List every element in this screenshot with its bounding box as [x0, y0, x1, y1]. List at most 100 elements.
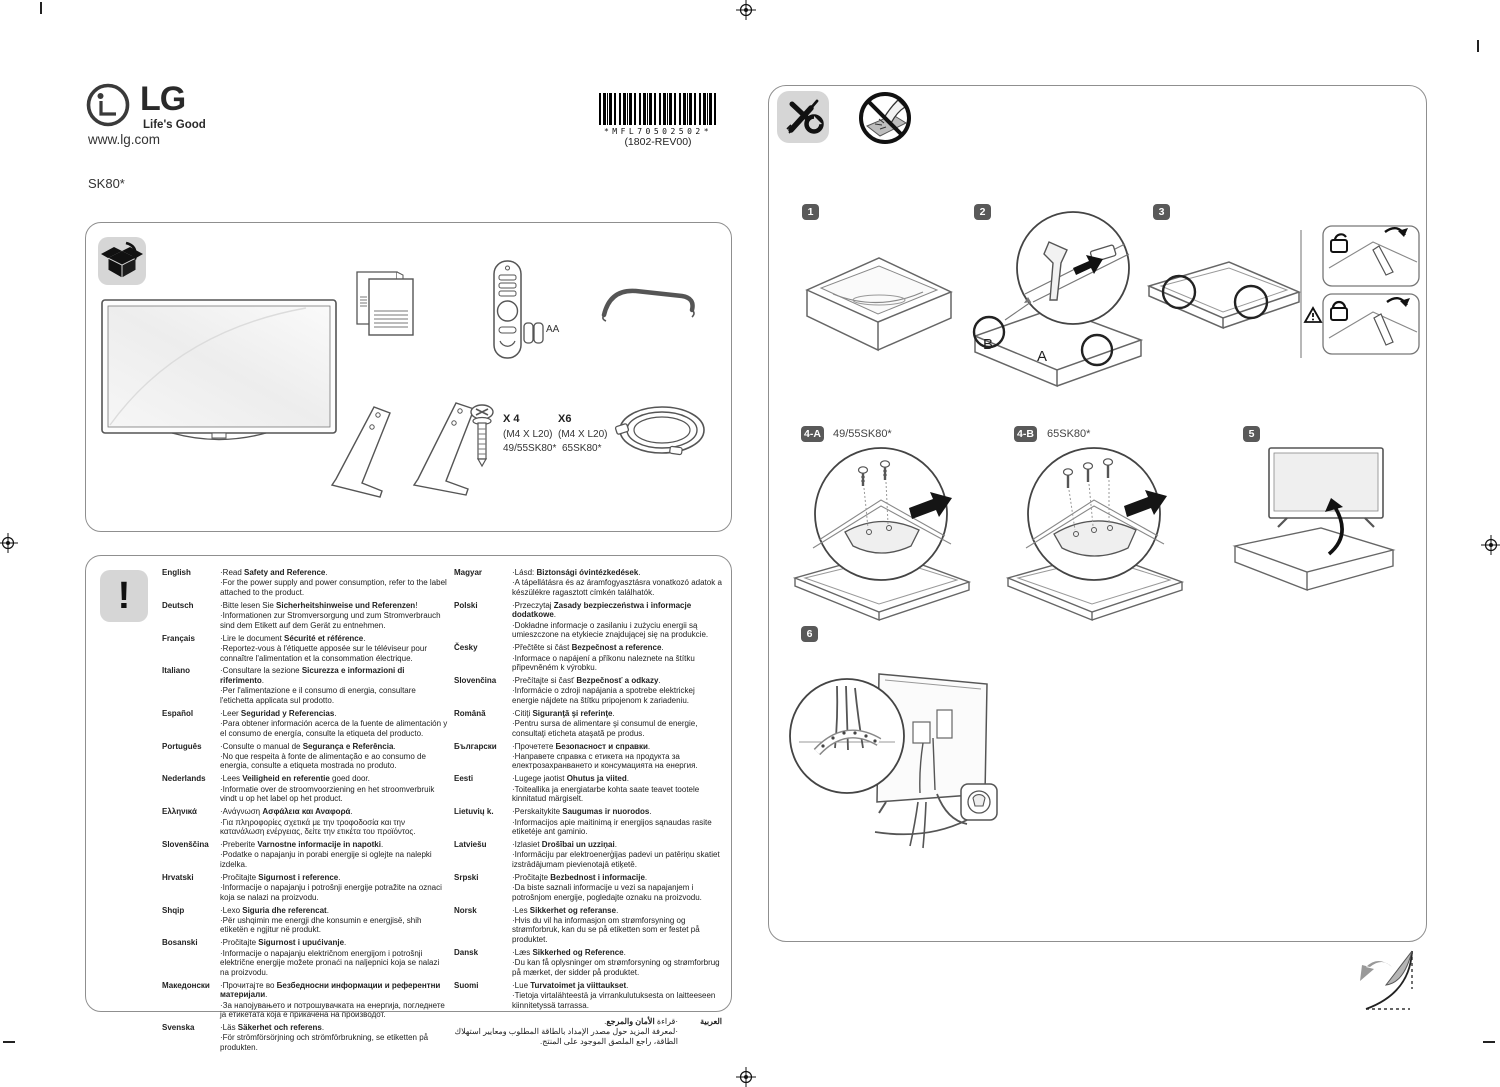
language-notes: ·Perskaitykite Saugumas ir nuorodos.·Inf…: [512, 807, 722, 837]
language-column-left: English ·Read Safety and Reference.·For t…: [162, 568, 450, 1056]
language-note-line: ·For the power supply and power consumpt…: [220, 578, 447, 597]
language-row: Македонски ·Прочитајте во Безбедносни инф…: [162, 981, 450, 1021]
language-name: Español: [162, 708, 194, 718]
lg-logo-text: LG: [140, 80, 186, 118]
language-note-line: ·Informace o napájení a příkonu naleznet…: [512, 653, 695, 672]
language-column-right: Magyar·Lásd: Biztonsági óvintézkedések.·…: [454, 568, 722, 1050]
language-row: Magyar·Lásd: Biztonsági óvintézkedések.·…: [454, 568, 722, 598]
language-notes: ·Read Safety and Reference.·For the powe…: [220, 568, 450, 598]
language-notes: ·Przeczytaj Zasady bezpieczeństwa i info…: [512, 601, 722, 641]
language-note-line: ·Tietoja virtalähteestä ja virrankulutuk…: [512, 991, 716, 1010]
crop-tick: [3, 1041, 15, 1043]
box-contents-panel: AA X 4 (M4 X L20) 49/55SK80* X6 (M4 X L2…: [85, 222, 732, 532]
language-row: Ελληνικά·Ανάγνωση Ασφάλεια και Αναφορά.·…: [162, 807, 450, 837]
model-number: SK80*: [88, 176, 125, 191]
language-notes: ·Pročitajte Bezbednost i informacije.·Da…: [512, 873, 722, 903]
warning-icon: !: [100, 570, 148, 622]
language-name: Česky: [454, 643, 478, 653]
cable-holder-illustration: [601, 288, 695, 322]
language-note-line: ·За напојувањето и потрошувачката на ене…: [220, 1000, 445, 1019]
screw-model-2: 65SK80*: [562, 443, 602, 454]
language-notes: ·Lire le document Sécurité et référence.…: [220, 634, 450, 664]
language-row: Deutsch·Bitte lesen Sie Sicherheitshinwe…: [162, 601, 450, 631]
language-note-line: ·Informatie over de stroomvoorziening en…: [220, 784, 435, 804]
language-notes: ·Lugege jaotist Ohutus ja viited.·Toitea…: [512, 774, 722, 804]
no-press-panel-icon: [859, 92, 911, 144]
language-notes: ·Leer Seguridad y Referencias.·Para obte…: [220, 709, 450, 739]
language-note-line: ·Consultare la sezione Sicurezza e infor…: [220, 666, 405, 685]
barcode-revision: (1802-REV00): [624, 136, 692, 148]
language-name: Dansk: [454, 947, 479, 957]
language-notes: ·Læs Sikkerhed og Reference.·Du kan få o…: [512, 948, 722, 978]
language-name: Srpski: [454, 872, 479, 882]
language-note-line: ·Hvis du vil ha informasjon om strømfors…: [512, 916, 700, 944]
language-row: Italiano·Consultare la sezione Sicurezza…: [162, 666, 450, 706]
step-2-illustration: [972, 211, 1144, 388]
step-1-illustration: [805, 257, 953, 352]
language-row: Nederlands·Lees Veiligheid en referentie…: [162, 774, 450, 804]
language-row: العربية·قراءة الأمان والمرجع.·لمعرفة الم…: [454, 1017, 722, 1047]
language-note-line: ·Perskaitykite Saugumas ir nuorodos.: [512, 807, 652, 817]
language-note-line: ·Prečítajte si časť Bezpečnosť a odkazy.: [512, 675, 661, 685]
language-note-line: ·Lugege jaotist Ohutus ja viited.: [512, 774, 629, 784]
step-2-marker-a: A: [1037, 348, 1048, 365]
language-row: Srpski ·Pročitajte Bezbednost i informaci…: [454, 873, 722, 903]
language-note-line: ·Прочетете Безопасност и справки.: [512, 741, 651, 751]
language-note-line: ·Lexo Siguria dhe referencat.: [220, 905, 329, 915]
language-name: Македонски: [162, 980, 210, 990]
language-note-line: ·Прочитајте во Безбедносни информации и …: [220, 980, 441, 1000]
language-note-line: ·Pentru sursa de alimentare şi consumul …: [512, 719, 698, 738]
language-name: Română: [454, 708, 486, 718]
language-row: Slovenščina·Preberite Varnostne informac…: [162, 840, 450, 870]
language-row: Polski·Przeczytaj Zasady bezpieczeństwa …: [454, 601, 722, 641]
language-note-line: ·Da biste saznali informacije u vezi sa …: [512, 883, 702, 902]
crop-tick: [1483, 1041, 1495, 1043]
barcode-code: *MFL70502502*: [603, 127, 713, 136]
language-name: Latviešu: [454, 839, 487, 849]
language-name: English: [162, 568, 191, 577]
language-row: Português·Consulte o manual de Segurança…: [162, 742, 450, 772]
language-note-line: ·Informacijos apie maitinimą ir energijo…: [512, 817, 712, 836]
language-row: Română·Citiţi Siguranţă şi referinţe.·Pe…: [454, 709, 722, 739]
language-note-line: ·Lire le document Sécurité et référence.: [220, 633, 366, 643]
screw-qty-1: X 4: [503, 413, 520, 425]
language-note-line: ·Informacije o napajanju električnom ene…: [220, 948, 440, 977]
screw-illustration: [470, 404, 494, 468]
language-notes: ·Läs Säkerhet och referens.·För strömför…: [220, 1023, 450, 1053]
lg-emblem-icon: [86, 83, 130, 127]
language-note-line: ·För strömförsörjning och strömförbrukni…: [220, 1033, 429, 1052]
language-row: Česky ·Přečtěte si část Bezpečnost a refe…: [454, 643, 722, 673]
language-name: العربية: [700, 1016, 722, 1026]
screw-qty-2: X6: [558, 413, 572, 425]
language-notes: ·Izlasiet Drošībai un uzziņai.·Informāci…: [512, 840, 722, 870]
language-notes: ·Прочитајте во Безбедносни информации и …: [220, 981, 450, 1021]
remote-illustration: [493, 260, 544, 359]
language-notes: ·Lue Turvatoimet ja viittaukset.·Tietoja…: [512, 981, 722, 1011]
language-notes: ·Consultare la sezione Sicurezza e infor…: [220, 666, 450, 706]
language-note-line: ·Přečtěte si část Bezpečnost a reference…: [512, 643, 664, 653]
language-row: Slovenčina·Prečítajte si časť Bezpečnosť…: [454, 676, 722, 706]
step-2-marker-b: B: [983, 336, 994, 353]
step-2-badge: 2: [974, 204, 991, 220]
registration-mark-top: [736, 0, 756, 20]
manuals-illustration: [356, 271, 414, 336]
language-notes: ·Прочетете Безопасност и справки.·Направ…: [512, 742, 722, 772]
assembly-panel: 1 2 B A 3: [768, 85, 1427, 942]
language-note-line: ·Lue Turvatoimet ja viittaukset.: [512, 980, 629, 990]
language-note-line: ·Informationen zur Stromversorgung und z…: [220, 611, 441, 630]
stand-legs-illustration: [330, 402, 475, 498]
language-notes: ·Prečítajte si časť Bezpečnosť a odkazy.…: [512, 676, 722, 706]
language-row: Français·Lire le document Sécurité et ré…: [162, 634, 450, 664]
step-1-badge: 1: [802, 204, 819, 220]
screw-model-1: 49/55SK80*: [503, 443, 557, 454]
language-notes: ·Ανάγνωση Ασφάλεια και Αναφορά.·Για πληρ…: [220, 807, 450, 837]
language-name: Slovenščina: [162, 839, 209, 849]
language-name: Suomi: [454, 980, 479, 990]
language-note-line: ·Toiteallika ja energiatarbe kohta saate…: [512, 784, 700, 804]
language-note-line: ·Per l'alimentazione e il consumo di ene…: [220, 686, 416, 705]
step-4a-badge: 4-A: [801, 426, 824, 442]
language-note-line: ·Bitte lesen Sie Sicherheitshinweise und…: [220, 600, 418, 610]
step-3-badge: 3: [1153, 204, 1170, 220]
step-5-illustration: [1232, 447, 1396, 592]
